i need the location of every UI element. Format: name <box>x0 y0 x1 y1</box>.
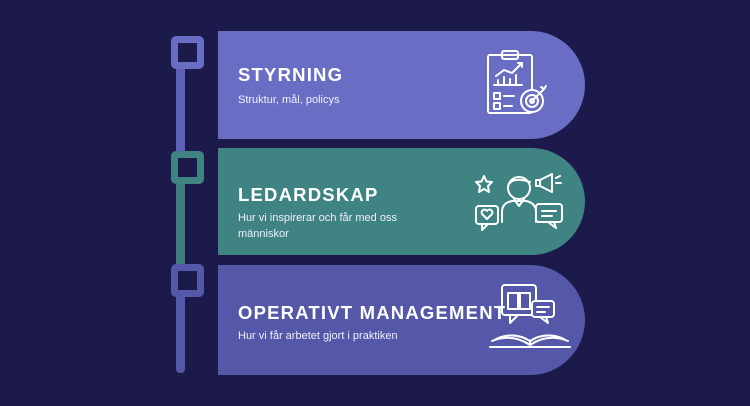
timeline-segment-bottom <box>176 272 185 373</box>
book-chat-icon <box>488 281 572 357</box>
timeline-segment-top <box>176 55 185 160</box>
clipboard-chart-target-icon <box>482 49 560 121</box>
card-description: Hur vi inspirerar och får med oss männis… <box>238 212 397 240</box>
timeline-node-styrning <box>171 36 204 69</box>
card-title: OPERATIVT MANAGEMENT <box>238 302 507 323</box>
card-styrning: STYRNING Struktur, mål, policys <box>218 31 585 139</box>
card-title: STYRNING <box>238 64 344 85</box>
timeline-segment-middle <box>176 160 185 272</box>
card-operativt-management: OPERATIVT MANAGEMENT Hur vi får arbetet … <box>218 265 585 375</box>
card-ledarskap: LEDARDSKAP Hur vi inspirerar och får med… <box>218 148 585 255</box>
card-description: Struktur, mål, policys <box>238 94 340 106</box>
timeline-node-ledarskap <box>171 151 204 184</box>
leader-speech-icon <box>474 166 568 240</box>
timeline-node-operativt <box>171 264 204 297</box>
card-title: LEDARDSKAP <box>238 184 379 205</box>
card-description: Hur vi får arbetet gjort i praktiken <box>238 330 398 342</box>
